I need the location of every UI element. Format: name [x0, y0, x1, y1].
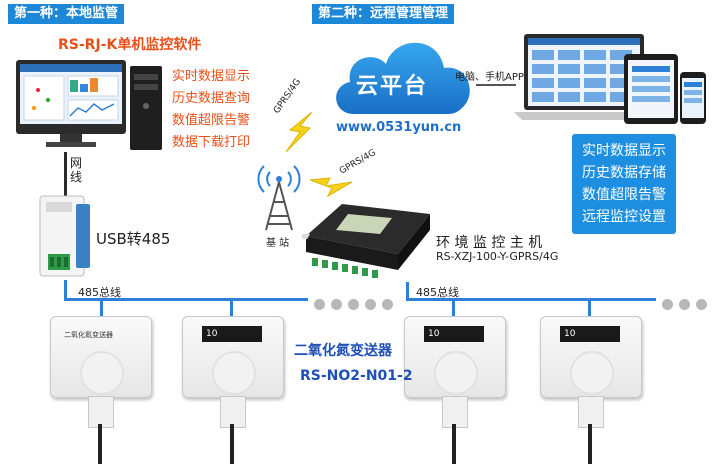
sensor-device-label: 二氧化氮变送器	[64, 331, 113, 339]
host-drop-line	[406, 282, 409, 300]
sensor-device: 10	[182, 316, 284, 464]
software-title: RS-RJ-K单机监控软件	[58, 37, 202, 53]
sensor-screen: 10	[202, 326, 262, 342]
base-station-icon	[257, 165, 301, 231]
bus-label-right: 485总线	[416, 286, 459, 299]
remote-management-tag: 第二种：远程管理管理	[312, 4, 455, 24]
sensor-drop-line	[452, 300, 455, 318]
sensor-name: 二氧化氮变送器	[294, 343, 392, 359]
local-feature-item: 实时数据显示	[172, 69, 251, 84]
local-feature-item: 数据下载打印	[172, 135, 251, 150]
local-feature-item: 历史数据查询	[172, 91, 251, 106]
local-feature-item: 数值超限告警	[172, 113, 251, 128]
sensor-device: 10	[540, 316, 642, 464]
environment-host-illustration	[297, 196, 432, 282]
gprs-label-lower: GPRS/4G	[338, 147, 378, 177]
base-station-label: 基 站	[266, 238, 290, 249]
sensor-drop-line	[230, 300, 233, 318]
host-model: RS-XZJ-100-Y-GPRS/4G	[436, 250, 559, 263]
cloud-url: www.0531yun.cn	[336, 120, 462, 135]
local-monitor-tag: 第一种：本地监管	[8, 4, 125, 24]
sensor-screen: 10	[560, 326, 620, 342]
remote-feature-item: 实时数据显示	[582, 143, 666, 159]
remote-feature-box: 实时数据显示 历史数据存储 数值超限告警 远程监控设置	[572, 134, 676, 234]
cable-label: 网 线	[70, 156, 83, 184]
sensor-drop-line	[100, 300, 103, 318]
client-devices-illustration	[514, 32, 710, 130]
usb-485-converter-illustration	[38, 194, 92, 280]
sensor-device: 二氧化氮变送器	[50, 316, 152, 464]
bus-label-left: 485总线	[78, 286, 121, 299]
remote-feature-item: 远程监控设置	[582, 209, 666, 225]
local-feature-list: 实时数据显示 历史数据查询 数值超限告警 数据下载打印	[172, 66, 250, 154]
remote-feature-item: 历史数据存储	[582, 165, 666, 181]
gprs-label-upper: GPRS/4G	[272, 77, 304, 116]
sensor-drop-line	[588, 300, 591, 318]
cloud-to-devices-arrow	[476, 84, 516, 86]
remote-feature-item: 数值超限告警	[582, 187, 666, 203]
cloud-platform-illustration	[328, 28, 478, 124]
bus-line-left	[64, 298, 308, 301]
sensor-model: RS-NO2-N01-2	[300, 368, 413, 384]
usb-converter-label: USB转485	[96, 230, 171, 248]
lightning-icon	[310, 177, 352, 198]
desktop-computer-illustration	[16, 60, 164, 152]
continuation-dots	[314, 295, 399, 314]
network-cable	[64, 152, 67, 196]
usb-drop-line	[64, 280, 67, 300]
cloud-platform-label: 云平台	[356, 74, 429, 99]
lightning-icon	[285, 112, 313, 152]
continuation-dots	[662, 295, 713, 314]
cloud-target-label: 电脑、手机APP等	[455, 72, 534, 83]
sensor-screen: 10	[424, 326, 484, 342]
host-title: 环 境 监 控 主 机	[436, 235, 543, 251]
sensor-device: 10	[404, 316, 506, 464]
bus-line-right	[406, 298, 656, 301]
